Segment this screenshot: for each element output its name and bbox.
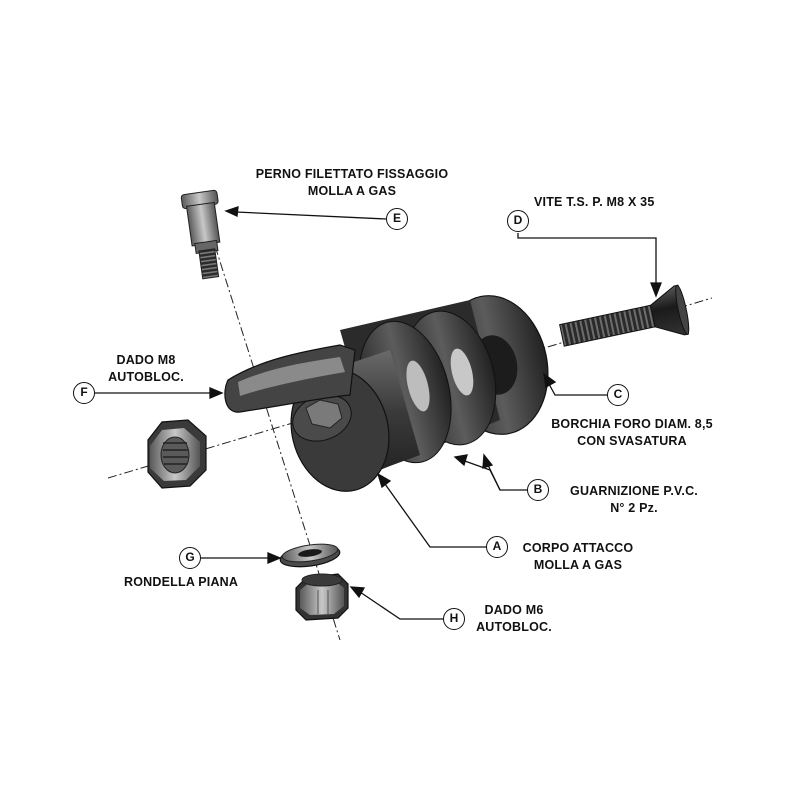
label-c-line1: BORCHIA FORO DIAM. 8,5	[551, 417, 713, 431]
part-g-flat-washer	[279, 543, 341, 568]
callout-b: B	[527, 479, 549, 501]
label-h-line1: DADO M6	[484, 603, 544, 617]
label-e-line1: PERNO FILETTATO FISSAGGIO	[255, 167, 449, 181]
callout-g: G	[179, 547, 201, 569]
callout-f: F	[73, 382, 95, 404]
callout-h: H	[443, 608, 465, 630]
label-g: RONDELLA PIANA	[124, 574, 238, 591]
part-f-m8-nut	[147, 419, 207, 489]
axis-lines	[107, 229, 713, 641]
part-d-countersunk-screw	[559, 284, 690, 347]
vertical-axis-line	[209, 229, 341, 641]
label-f-line1: DADO M8	[116, 353, 176, 367]
part-a-main-body	[224, 295, 549, 492]
label-f-line2: AUTOBLOC.	[108, 370, 184, 384]
label-a: CORPO ATTACCO MOLLA A GAS	[508, 540, 648, 574]
leader-lines	[95, 206, 662, 620]
label-b-line2: N° 2 Pz.	[610, 501, 658, 515]
label-e: PERNO FILETTATO FISSAGGIO MOLLA A GAS	[238, 166, 466, 200]
label-b-line1: GUARNIZIONE P.V.C.	[570, 484, 698, 498]
callout-e: E	[386, 208, 408, 230]
callout-c: C	[607, 384, 629, 406]
label-d: VITE T.S. P. M8 X 35	[534, 194, 655, 211]
label-f: DADO M8 AUTOBLOC.	[96, 352, 196, 386]
label-a-line2: MOLLA A GAS	[533, 558, 623, 572]
label-c-line2: CON SVASATURA	[577, 434, 687, 448]
label-b: GUARNIZIONE P.V.C. N° 2 Pz.	[556, 483, 712, 517]
callout-a: A	[486, 536, 508, 558]
label-d-line1: VITE T.S. P. M8 X 35	[534, 195, 655, 209]
label-g-line1: RONDELLA PIANA	[124, 575, 239, 589]
part-e-threaded-pin	[180, 189, 221, 280]
callout-d: D	[507, 210, 529, 232]
part-h-m6-nut	[295, 573, 349, 621]
label-h: DADO M6 AUTOBLOC.	[464, 602, 564, 636]
label-c: BORCHIA FORO DIAM. 8,5 CON SVASATURA	[544, 416, 720, 450]
label-h-line2: AUTOBLOC.	[476, 620, 552, 634]
label-e-line2: MOLLA A GAS	[307, 184, 397, 198]
label-a-line1: CORPO ATTACCO	[522, 541, 634, 555]
horizontal-axis-line	[107, 297, 713, 479]
